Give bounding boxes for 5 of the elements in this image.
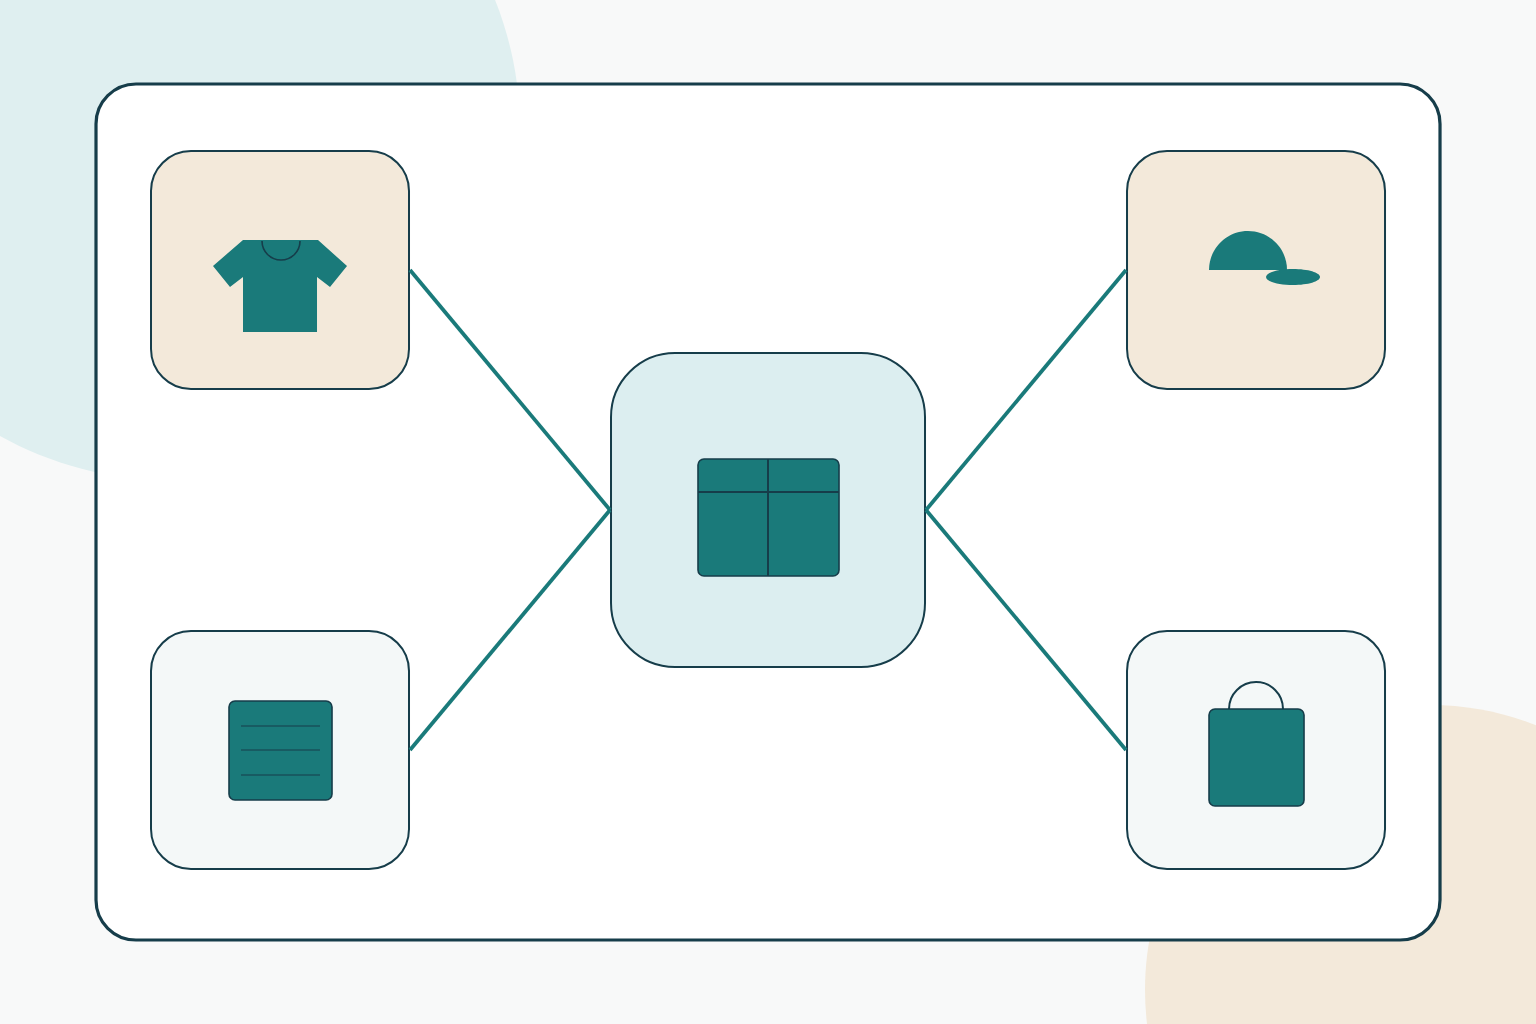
connector-line bbox=[408, 268, 612, 512]
connector-line bbox=[924, 268, 1128, 512]
connector-line bbox=[924, 508, 1128, 752]
connector-line bbox=[408, 508, 612, 752]
icon-box bbox=[1126, 150, 1386, 390]
